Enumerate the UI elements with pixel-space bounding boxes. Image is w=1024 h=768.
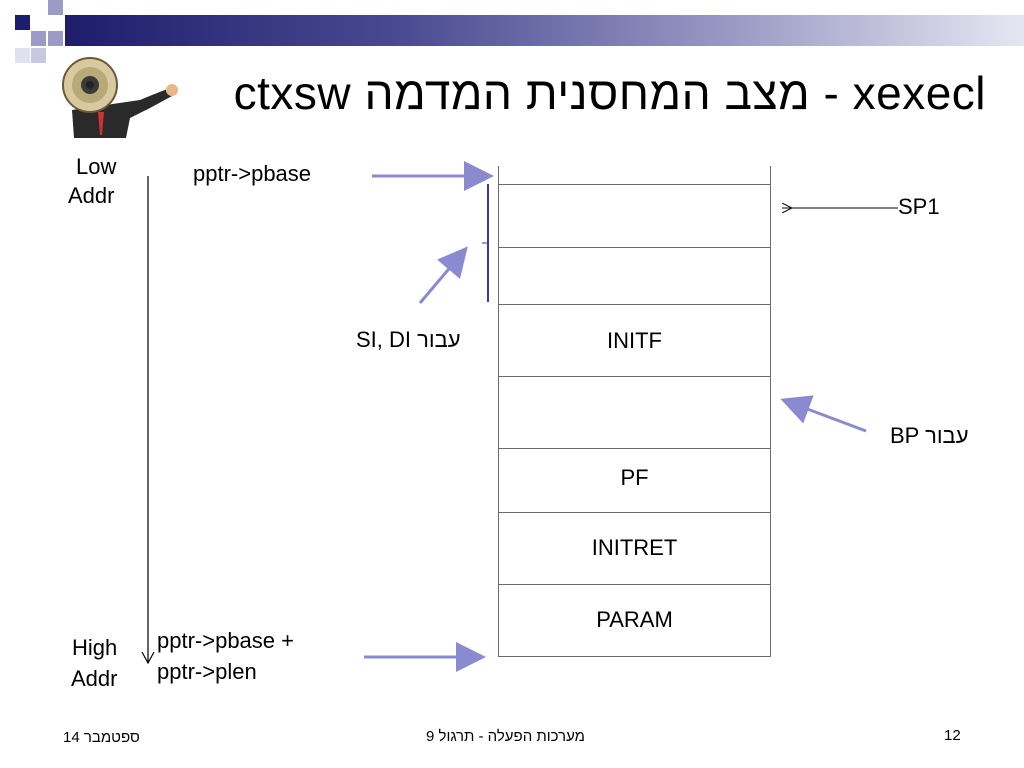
stack-cell — [498, 166, 771, 184]
bp-arrow — [780, 395, 867, 433]
footer-course: מערכות הפעלה - תרגול 9 — [426, 728, 585, 745]
stack-border-right — [770, 166, 771, 656]
decor-square — [31, 31, 46, 46]
decor-square — [15, 15, 30, 30]
pbase-plen-label: pptr->pbase + pptr->plen — [157, 628, 294, 684]
stack-border-left — [498, 166, 499, 656]
decor-square — [48, 0, 63, 15]
stack-cell — [498, 184, 771, 247]
si-di-label: SI, DI עבור — [356, 327, 461, 352]
high-addr-label: High Addr — [71, 635, 118, 691]
stack-diagram: INITF PF INITRET PARAM — [498, 166, 771, 657]
pbase-label: pptr->pbase — [193, 161, 312, 186]
address-axis-arrowhead — [141, 651, 155, 665]
stack-cell — [498, 376, 771, 448]
stack-cell-initret: INITRET — [498, 512, 771, 584]
si-di-arrow — [418, 246, 468, 304]
stack-cell — [498, 247, 771, 304]
page-title: ctxsw מצב המחסנית המדמה - xexecl — [233, 67, 986, 119]
stack-cell-initf: INITF — [498, 304, 771, 376]
header-bar — [65, 15, 1024, 46]
bp-label: BP עבור — [890, 423, 969, 448]
stack-cell-param: PARAM — [498, 584, 771, 656]
decor-square — [15, 48, 30, 63]
stack-cell-pf: PF — [498, 448, 771, 512]
footer-date: ספטמבר 14 — [63, 729, 140, 746]
low-addr-label: Low Addr — [67, 154, 117, 208]
decor-square — [31, 48, 46, 63]
decor-square — [48, 31, 63, 46]
sp1-label: SP1 — [898, 194, 940, 219]
footer-page-number: 12 — [944, 727, 961, 744]
